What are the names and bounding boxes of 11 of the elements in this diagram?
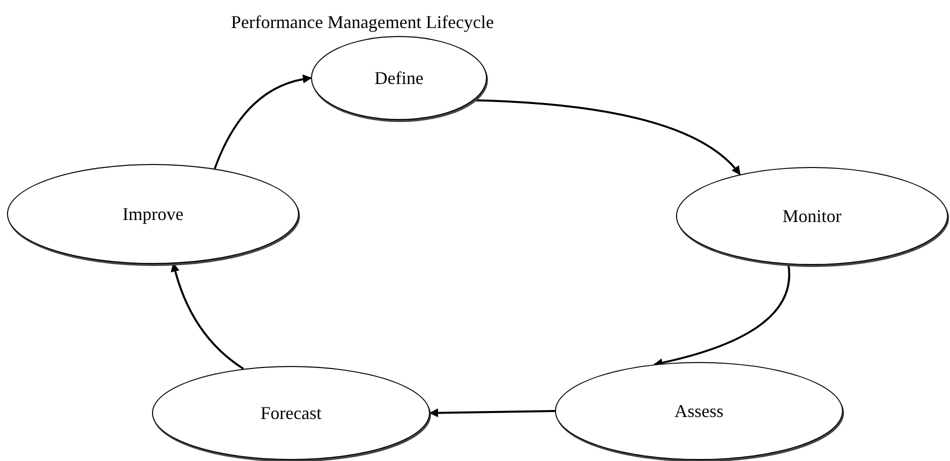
arrow xyxy=(654,264,790,368)
node-label: Monitor xyxy=(782,206,842,226)
arrow xyxy=(214,74,312,170)
arrow xyxy=(171,262,244,370)
diagram-title: Performance Management Lifecycle xyxy=(231,12,494,33)
node-label: Define xyxy=(374,68,424,88)
arrow xyxy=(429,408,556,418)
arrow xyxy=(474,99,741,176)
node-label: Forecast xyxy=(260,402,322,424)
node-label: Improve xyxy=(122,204,184,224)
node-label: Assess xyxy=(674,400,724,422)
